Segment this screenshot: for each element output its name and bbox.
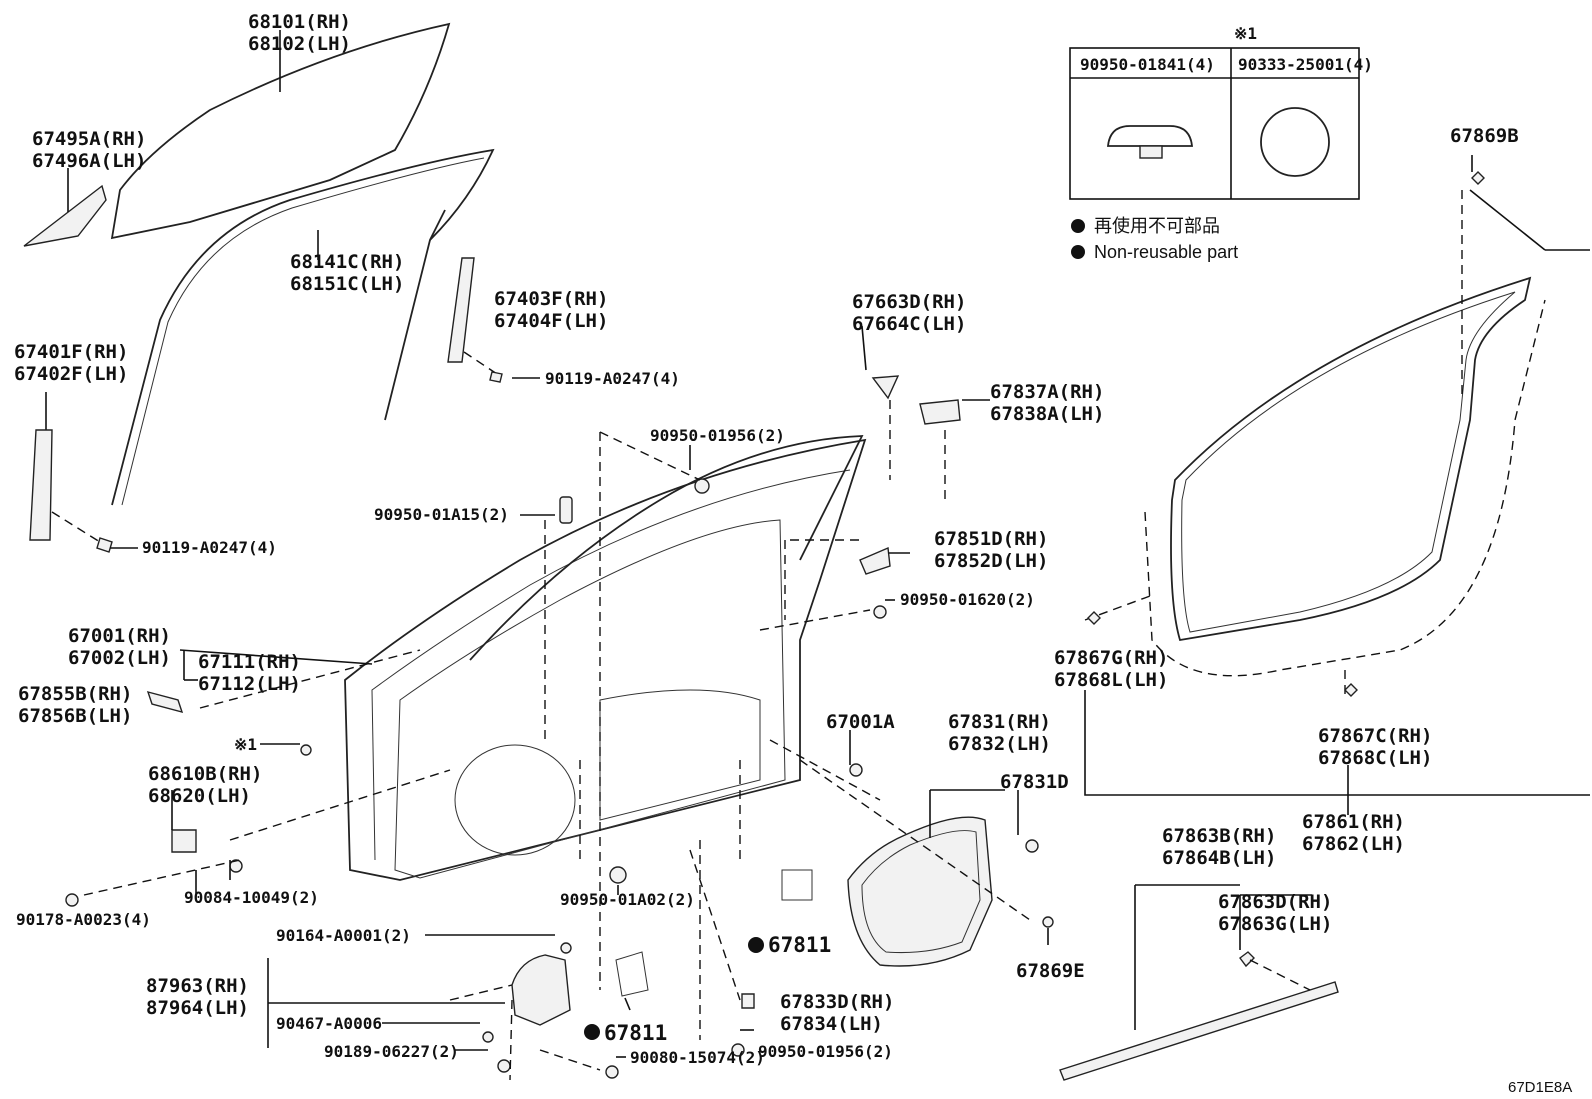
inset-col1: 90950-01841(4) (1080, 55, 1215, 74)
label-67868l: 67868L(LH) (1054, 669, 1168, 691)
service-hole-cover (847, 789, 1005, 967)
label-67831: 67831(RH) (948, 711, 1051, 733)
label-67496a: 67496A(LH) (32, 150, 146, 172)
bullet-icon (1071, 219, 1085, 233)
division-bar (447, 257, 503, 383)
label-67404f: 67404F(LH) (494, 310, 608, 332)
label-67112: 67112(LH) (198, 673, 301, 695)
label-67811-b: 67811 (604, 1021, 667, 1045)
label-67837a: 67837A(RH) (990, 381, 1104, 403)
label-67862: 67862(LH) (1302, 833, 1405, 855)
label-67868c: 67868C(LH) (1318, 747, 1432, 769)
door-moulding (1059, 884, 1339, 1081)
label-68141c: 68141C(RH) (290, 251, 404, 273)
inset-col2: 90333-25001(4) (1238, 55, 1373, 74)
inset-note: ※1 (1234, 24, 1257, 43)
part-labels: 68101(RH) 68102(LH) 67495A(RH) 67496A(LH… (14, 11, 1572, 1096)
door-glass (110, 22, 451, 240)
label-67852d: 67852D(LH) (934, 550, 1048, 572)
label-67867g: 67867G(RH) (1054, 647, 1168, 669)
window-regulator-bracket (29, 392, 113, 553)
label-87963: 87963(RH) (146, 975, 249, 997)
inset-table: ※1 90950-01841(4) 90333-25001(4) (1069, 24, 1373, 200)
label-67811-a: 67811 (768, 933, 831, 957)
label-68102: 68102(LH) (248, 33, 351, 55)
leader-67861 (1084, 690, 1590, 796)
label-67663d: 67663D(RH) (852, 291, 966, 313)
non-reusable-dot (748, 937, 764, 953)
plug-cap-icon (1260, 107, 1330, 177)
label-90189: 90189-06227(2) (324, 1042, 459, 1061)
label-68620: 68620(LH) (148, 785, 251, 807)
non-reusable-dot (584, 1024, 600, 1040)
label-67863g: 67863G(LH) (1218, 913, 1332, 935)
label-90950-01956-lower: 90950-01956(2) (758, 1042, 893, 1061)
label-68151c: 68151C(LH) (290, 273, 404, 295)
label-67664c: 67664C(LH) (852, 313, 966, 335)
label-67856b: 67856B(LH) (18, 705, 132, 727)
label-90084: 90084-10049(2) (184, 888, 319, 907)
grommet-icon (1107, 125, 1193, 159)
label-90119-lower: 90119-A0247(4) (142, 538, 277, 557)
door-panel (179, 438, 867, 881)
label-90467: 90467-A0006 (276, 1014, 382, 1033)
legend: 再使用不可部品 Non-reusable part (1071, 216, 1238, 262)
corner-piece (23, 168, 107, 247)
door-lock (267, 954, 571, 1048)
label-67851d: 67851D(RH) (934, 528, 1048, 550)
diagram-code: 67D1E8A (1508, 1079, 1572, 1096)
label-68101: 68101(RH) (248, 11, 351, 33)
label-90119-upper: 90119-A0247(4) (545, 369, 680, 388)
legend-en: Non-reusable part (1094, 242, 1238, 262)
label-67111: 67111(RH) (198, 651, 301, 673)
label-90950-01956-upper: 90950-01956(2) (650, 426, 785, 445)
label-note-1: ※1 (234, 735, 257, 754)
label-67832: 67832(LH) (948, 733, 1051, 755)
legend-jp: 再使用不可部品 (1094, 216, 1220, 236)
label-87964: 87964(LH) (146, 997, 249, 1019)
label-67867c: 67867C(RH) (1318, 725, 1432, 747)
label-67861: 67861(RH) (1302, 811, 1405, 833)
window-frame (469, 435, 864, 661)
label-67863d: 67863D(RH) (1218, 891, 1332, 913)
label-90178: 90178-A0023(4) (16, 910, 151, 929)
label-90950-01a15: 90950-01A15(2) (374, 505, 509, 524)
label-67402f: 67402F(LH) (14, 363, 128, 385)
label-67403f: 67403F(RH) (494, 288, 608, 310)
label-67001a: 67001A (826, 711, 895, 733)
label-67833d: 67833D(RH) (780, 991, 894, 1013)
door-weatherstrip (1084, 189, 1590, 700)
label-90950-01a02: 90950-01A02(2) (560, 890, 695, 909)
small-parts (65, 171, 1485, 1079)
label-67401f: 67401F(RH) (14, 341, 128, 363)
leader-lines (83, 155, 1473, 1081)
label-67869e: 67869E (1016, 960, 1085, 982)
label-67495a: 67495A(RH) (32, 128, 146, 150)
label-90080: 90080-15074(2) (630, 1048, 765, 1067)
label-90950-01620: 90950-01620(2) (900, 590, 1035, 609)
label-67869b: 67869B (1450, 125, 1519, 147)
bullet-icon (1071, 245, 1085, 259)
label-67855b: 67855B(RH) (18, 683, 132, 705)
label-67002: 67002(LH) (68, 647, 171, 669)
label-67831d: 67831D (1000, 771, 1069, 793)
label-67834: 67834(LH) (780, 1013, 883, 1035)
glass-run (111, 148, 495, 506)
label-68610b: 68610B(RH) (148, 763, 262, 785)
label-90164: 90164-A0001(2) (276, 926, 411, 945)
label-67001: 67001(RH) (68, 625, 171, 647)
label-67863b: 67863B(RH) (1162, 825, 1276, 847)
label-67864b: 67864B(LH) (1162, 847, 1276, 869)
label-67838a: 67838A(LH) (990, 403, 1104, 425)
